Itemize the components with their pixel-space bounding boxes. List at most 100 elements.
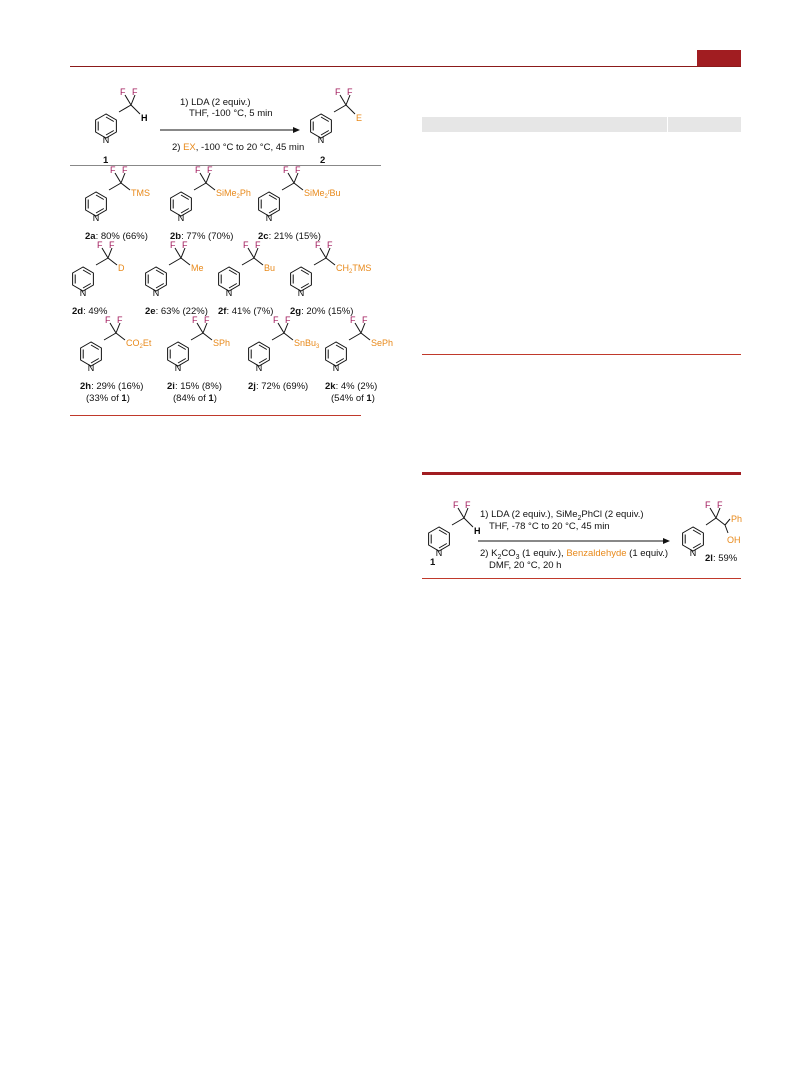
scheme2-line3: 2) K2CO3 (1 equiv.), Benzaldehyde (1 equ…: [480, 548, 669, 561]
structure-2c: N F F SiMe2tBu: [258, 165, 341, 223]
fluorine-label: F: [207, 165, 213, 175]
scheme-2-bottom-rule: [422, 578, 741, 579]
table-bottom-rule: [422, 354, 741, 355]
double-bond: [177, 344, 187, 350]
structure-2h: N F F CO2Et: [80, 315, 152, 373]
double-bond: [692, 543, 702, 549]
compound-id: 2j: [248, 381, 256, 392]
pyridine-ring: [310, 113, 332, 139]
fluorine-label: F: [204, 315, 210, 325]
double-bond: [177, 358, 187, 364]
svg-text:E: E: [356, 113, 362, 123]
compound-id: 2g: [290, 306, 302, 317]
fluorine-label: F: [109, 240, 115, 250]
substituent-label: SPh: [213, 338, 230, 348]
compound-yield: : 4% (2%): [335, 381, 378, 392]
nitrogen-label: N: [256, 363, 263, 373]
table-header-bar: [422, 117, 741, 132]
pyridine-ring: [167, 341, 189, 367]
reaction-arrow-scheme2: [478, 538, 670, 544]
compound-id: 2i: [167, 381, 175, 392]
reagent-top-line1: 1) LDA (2 equiv.): [180, 97, 251, 108]
double-bond: [228, 269, 238, 275]
nitrogen-label: N: [298, 288, 305, 298]
structure-2e: N F F Me: [145, 240, 204, 298]
fluorine-label: F: [117, 315, 123, 325]
scheme2-line1: 1) LDA (2 equiv.), SiMe2PhCl (2 equiv.): [480, 509, 644, 522]
substituent-label: CO2Et: [126, 338, 152, 350]
svg-text:OH: OH: [727, 535, 741, 545]
double-bond: [90, 358, 100, 364]
double-bond: [155, 269, 165, 275]
fluorine-label: F: [285, 315, 291, 325]
fluorine-label: F: [192, 315, 198, 325]
structure-2k: N F F SePh: [325, 315, 393, 373]
fluorine-label: F: [295, 165, 301, 175]
compound-yield: : 80% (66%): [95, 231, 148, 242]
nitrogen-label: N: [153, 288, 160, 298]
caption-2c: 2c: 21% (15%): [258, 231, 321, 242]
pyridine-ring: [428, 526, 450, 552]
pyridine-ring: [145, 266, 167, 292]
fluorine-label: F: [182, 240, 188, 250]
caption-2g: 2g: 20% (15%): [290, 306, 353, 317]
nitrogen-label: N: [266, 213, 273, 223]
pyridine-ring: [325, 341, 347, 367]
structure-2i: N F F SPh: [167, 315, 230, 373]
double-bond: [82, 283, 92, 289]
note-2h: (33% of 1): [86, 393, 130, 404]
double-bond: [105, 116, 115, 122]
compound-id: 2d: [72, 306, 84, 317]
compound-id: 2k: [325, 381, 336, 392]
nitrogen-label: N: [80, 288, 87, 298]
caption-2d: 2d: 49%: [72, 306, 107, 317]
double-bond: [692, 529, 702, 535]
svg-text:H: H: [141, 113, 148, 123]
double-bond: [258, 358, 268, 364]
pyridine-ring: [80, 341, 102, 367]
structure-2g: N F F CH2TMS: [290, 240, 371, 298]
double-bond: [180, 194, 190, 200]
pyridine-ring: [218, 266, 240, 292]
double-bond: [438, 529, 448, 535]
nitrogen-label: N: [88, 363, 95, 373]
compound-id: 2b: [170, 231, 182, 242]
double-bond: [105, 130, 115, 136]
fluorine-label: F: [110, 165, 116, 175]
nitrogen-label: N: [103, 135, 110, 145]
fluorine-label: F: [273, 315, 279, 325]
label-product-2: 2: [320, 155, 326, 166]
fluorine-label: F: [705, 500, 711, 510]
double-bond: [320, 130, 330, 136]
double-bond: [300, 269, 310, 275]
svg-text:H: H: [474, 526, 481, 536]
scheme-1-bottom-rule: [70, 415, 361, 416]
caption-2a: 2a: 80% (66%): [85, 231, 148, 242]
nitrogen-label: N: [175, 363, 182, 373]
compound-yield: : 77% (70%): [181, 231, 234, 242]
fluorine-label: F: [362, 315, 368, 325]
double-bond: [335, 344, 345, 350]
fluorine-label: F: [283, 165, 289, 175]
substituent-label: D: [118, 263, 125, 273]
substituent-label: CH2TMS: [336, 263, 371, 275]
double-bond: [155, 283, 165, 289]
reagent-top-line2: THF, -100 °C, 5 min: [189, 108, 273, 119]
double-bond: [268, 208, 278, 214]
pyridine-ring: [682, 526, 704, 552]
compound-yield: : 49%: [83, 306, 108, 317]
nitrogen-label: N: [318, 135, 325, 145]
fluorine-label: F: [350, 315, 356, 325]
double-bond: [95, 194, 105, 200]
nitrogen-label: N: [226, 288, 233, 298]
substituent-label: SiMe2Ph: [216, 188, 251, 200]
double-bond: [300, 283, 310, 289]
compound-id: 2e: [145, 306, 156, 317]
caption-2b: 2b: 77% (70%): [170, 231, 233, 242]
structure-product-2l: N F F Ph OH: [682, 500, 742, 558]
header-page-box: [697, 50, 741, 66]
nitrogen-label: N: [690, 548, 697, 558]
substituent-label: SiMe2tBu: [304, 188, 341, 200]
fluorine-label: F: [105, 315, 111, 325]
compound-yield: : 29% (16%): [91, 381, 144, 392]
